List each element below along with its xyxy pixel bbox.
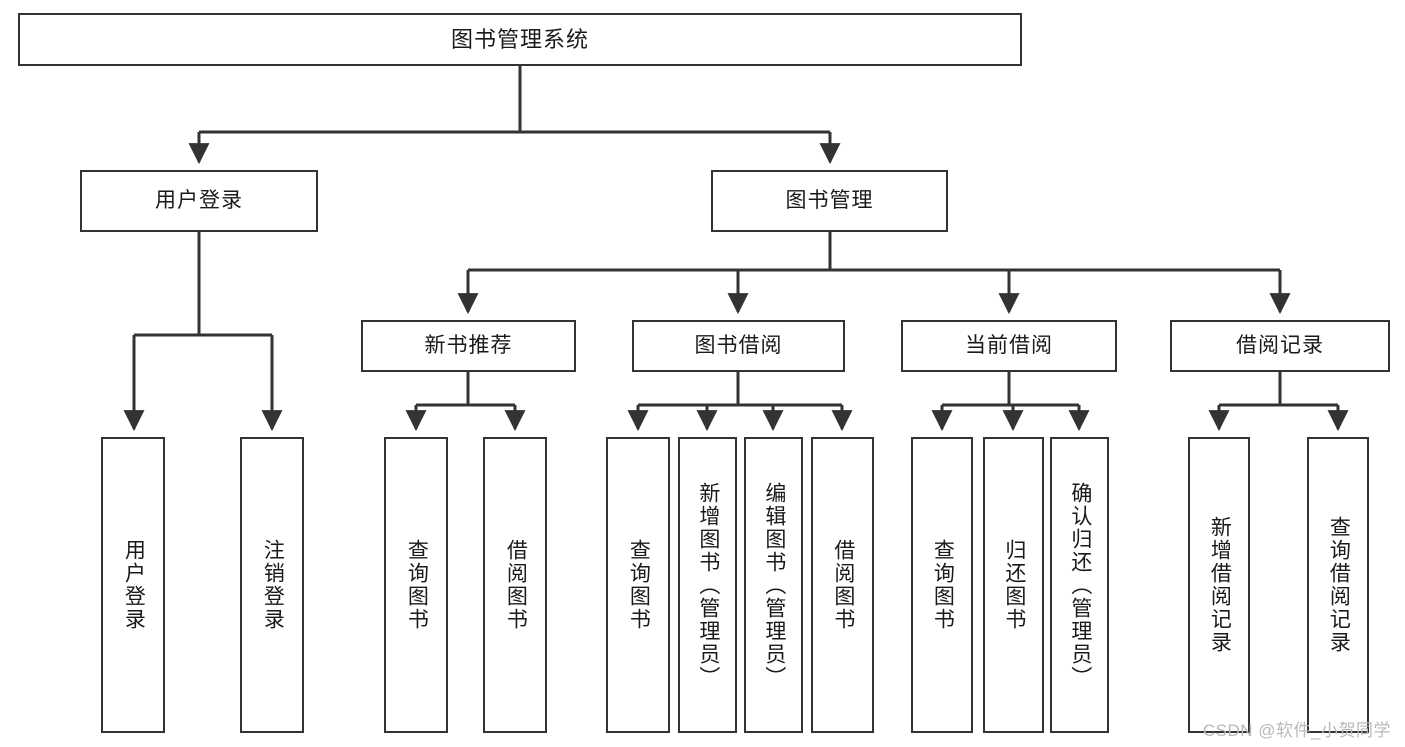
node-book-borrow[interactable]: 图书借阅 bbox=[632, 320, 845, 372]
leaf-query-borrow-record[interactable]: 查询借阅记录 bbox=[1307, 437, 1369, 733]
node-user-login[interactable]: 用户登录 bbox=[80, 170, 318, 232]
node-label: 归还图书 bbox=[1002, 539, 1026, 631]
node-new-book-recommend[interactable]: 新书推荐 bbox=[361, 320, 576, 372]
node-label: 查询图书 bbox=[405, 539, 429, 631]
node-label: 借阅图书 bbox=[504, 539, 528, 631]
node-label: 查询图书 bbox=[931, 539, 955, 631]
node-root-system[interactable]: 图书管理系统 bbox=[18, 13, 1022, 66]
node-label: 新增借阅记录 bbox=[1208, 516, 1232, 654]
node-label: 图书管理 bbox=[785, 188, 874, 212]
node-borrow-record[interactable]: 借阅记录 bbox=[1170, 320, 1390, 372]
leaf-edit-book-admin[interactable]: 编辑图书（管理员） bbox=[744, 437, 803, 733]
leaf-query-book-current[interactable]: 查询图书 bbox=[911, 437, 973, 733]
node-label: 借阅记录 bbox=[1236, 333, 1324, 357]
node-label: 借阅图书 bbox=[831, 539, 855, 631]
leaf-add-borrow-record[interactable]: 新增借阅记录 bbox=[1188, 437, 1250, 733]
node-label: 用户登录 bbox=[122, 539, 146, 631]
node-label: 确认归还（管理员） bbox=[1068, 481, 1092, 689]
leaf-add-book-admin[interactable]: 新增图书（管理员） bbox=[678, 437, 737, 733]
leaf-confirm-return-admin[interactable]: 确认归还（管理员） bbox=[1050, 437, 1109, 733]
leaf-query-book-new[interactable]: 查询图书 bbox=[384, 437, 448, 733]
node-label: 新增图书（管理员） bbox=[696, 481, 720, 689]
node-book-management[interactable]: 图书管理 bbox=[711, 170, 948, 232]
node-label: 新书推荐 bbox=[424, 333, 513, 357]
node-label: 当前借阅 bbox=[965, 333, 1053, 357]
leaf-query-book-borrow[interactable]: 查询图书 bbox=[606, 437, 670, 733]
node-label: 图书借阅 bbox=[694, 333, 783, 357]
node-current-borrow[interactable]: 当前借阅 bbox=[901, 320, 1117, 372]
leaf-logout[interactable]: 注销登录 bbox=[240, 437, 304, 733]
leaf-borrow-book-new[interactable]: 借阅图书 bbox=[483, 437, 547, 733]
node-label: 图书管理系统 bbox=[450, 26, 589, 52]
leaf-return-book[interactable]: 归还图书 bbox=[983, 437, 1044, 733]
leaf-user-login[interactable]: 用户登录 bbox=[101, 437, 165, 733]
leaf-borrow-book[interactable]: 借阅图书 bbox=[811, 437, 874, 733]
watermark-text: CSDN @软件_小贺同学 bbox=[1202, 721, 1391, 740]
node-label: 注销登录 bbox=[261, 539, 285, 631]
node-label: 编辑图书（管理员） bbox=[762, 481, 786, 689]
node-label: 查询图书 bbox=[627, 539, 651, 631]
node-label: 用户登录 bbox=[155, 188, 243, 212]
node-label: 查询借阅记录 bbox=[1327, 516, 1351, 654]
